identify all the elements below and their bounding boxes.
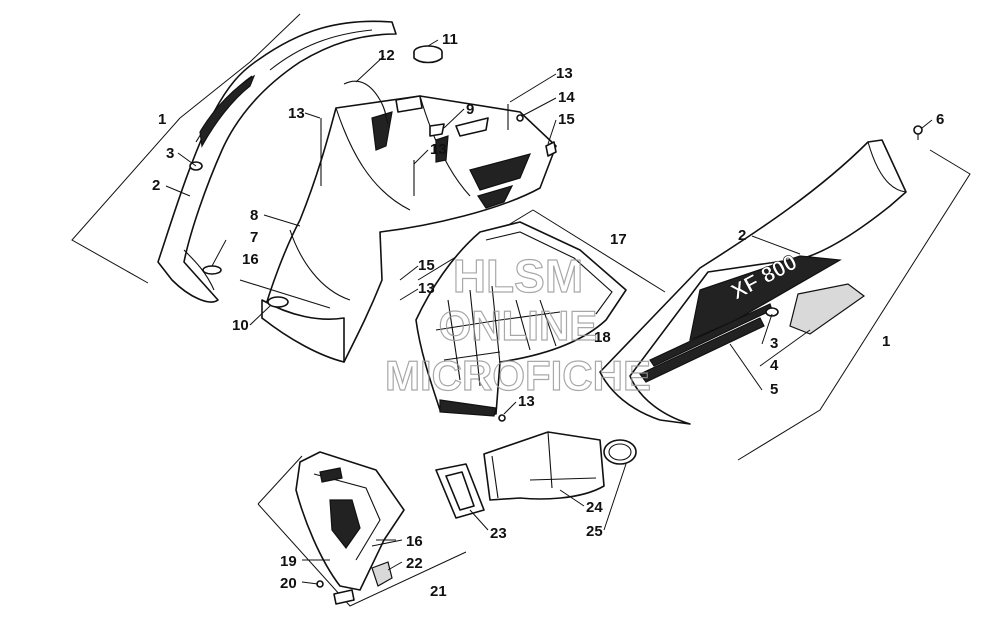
callout-13-d: 13 <box>418 280 435 297</box>
callout-1-right: 1 <box>882 333 890 350</box>
callout-25: 25 <box>586 523 603 540</box>
callout-18: 18 <box>594 329 611 346</box>
callout-14: 14 <box>558 89 575 106</box>
watermark-line-3: MICROFICHE <box>385 352 651 399</box>
watermark: HLSM ONLINE MICROFICHE <box>384 249 651 399</box>
callout-4: 4 <box>770 357 779 374</box>
callout-23: 23 <box>490 525 507 542</box>
right-side-panel <box>599 125 971 461</box>
callout-2-left: 2 <box>152 177 160 194</box>
callout-16-left: 16 <box>242 251 259 268</box>
callout-15-b: 15 <box>418 257 435 274</box>
callout-15-a: 15 <box>558 111 575 128</box>
callout-1-left: 1 <box>158 111 166 128</box>
callout-13-c: 13 <box>556 65 573 82</box>
nose-hood-assembly <box>202 45 557 363</box>
callout-labels: 1 3 2 8 7 16 10 12 11 13 9 13 13 14 15 1… <box>152 31 944 600</box>
callout-19: 19 <box>280 553 297 570</box>
lower-front-pan <box>257 451 467 607</box>
callout-6: 6 <box>936 111 944 128</box>
callout-3-left: 3 <box>166 145 174 162</box>
callout-13-e: 13 <box>518 393 535 410</box>
leader-lines <box>165 39 933 585</box>
callout-2-right: 2 <box>738 227 746 244</box>
watermark-line-1: HLSM <box>453 250 583 302</box>
callout-11: 11 <box>442 31 458 48</box>
callout-13-b: 13 <box>430 141 447 158</box>
callout-12: 12 <box>378 47 395 64</box>
callout-8: 8 <box>250 207 258 224</box>
callout-21: 21 <box>430 583 447 600</box>
callout-22: 22 <box>406 555 423 572</box>
callout-5: 5 <box>770 381 778 398</box>
air-box <box>415 209 666 422</box>
callout-3-right: 3 <box>770 335 778 352</box>
callout-17: 17 <box>610 231 627 248</box>
callout-9: 9 <box>466 101 474 118</box>
callout-13-a: 13 <box>288 105 305 122</box>
callout-16-right: 16 <box>406 533 423 550</box>
callout-7: 7 <box>250 229 258 246</box>
callout-20: 20 <box>280 575 297 592</box>
left-side-panel <box>71 13 397 303</box>
air-intake-duct <box>435 431 637 519</box>
callout-24: 24 <box>586 499 603 516</box>
watermark-line-2: ONLINE <box>439 302 598 349</box>
callout-10: 10 <box>232 317 249 334</box>
